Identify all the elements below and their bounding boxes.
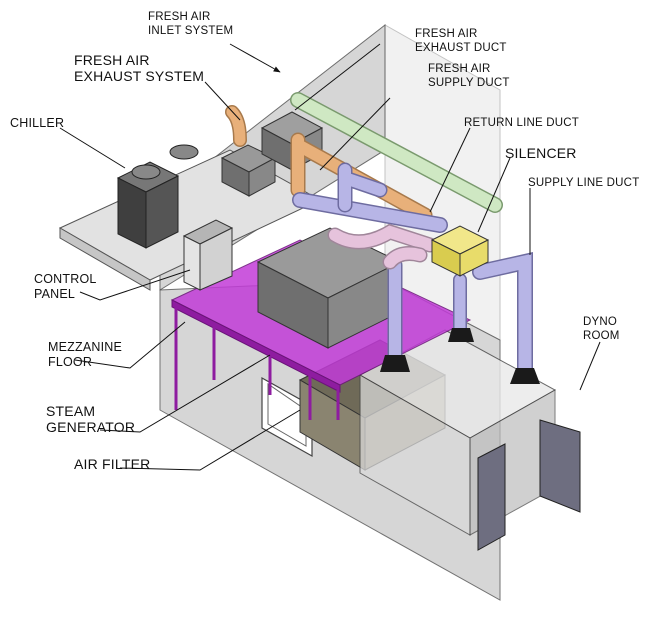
label-line: AIR FILTER: [74, 456, 151, 472]
label-line: PANEL: [34, 287, 76, 301]
label-line: FRESH AIR: [74, 52, 150, 68]
return-line-duct: [327, 223, 438, 270]
label-line: CONTROL: [34, 272, 97, 286]
label-silencer: SILENCER: [505, 145, 577, 161]
label-line: INLET SYSTEM: [148, 25, 234, 37]
label-line: FRESH AIR: [415, 28, 478, 40]
label-steam-generator: STEAM GENERATOR: [46, 403, 135, 435]
label-supply-line-duct: SUPPLY LINE DUCT: [528, 176, 639, 190]
mezzanine-legs: [174, 305, 340, 420]
label-control-panel: CONTROL PANEL: [34, 272, 97, 302]
label-line: FLOOR: [48, 355, 93, 369]
label-line: CHILLER: [10, 116, 65, 130]
label-dyno-room: DYNO ROOM: [583, 315, 620, 343]
label-mezzanine-floor: MEZZANINE FLOOR: [48, 340, 122, 370]
label-line: SUPPLY DUCT: [428, 77, 510, 89]
leader-lines: [59, 43, 601, 471]
label-fresh-air-exhaust-system: FRESH AIR EXHAUST SYSTEM: [74, 52, 204, 84]
label-fresh-air-supply-duct: FRESH AIR SUPPLY DUCT: [428, 62, 510, 90]
label-chiller: CHILLER: [10, 116, 64, 131]
label-air-filter: AIR FILTER: [74, 456, 150, 472]
label-line: DYNO: [583, 316, 618, 328]
label-line: FRESH AIR: [428, 63, 491, 75]
label-fresh-air-exhaust-duct: FRESH AIR EXHAUST DUCT: [415, 27, 507, 55]
label-line: ROOM: [583, 330, 620, 342]
dyno-door-left: [477, 443, 506, 551]
label-fresh-air-inlet-system: FRESH AIR INLET SYSTEM: [148, 10, 233, 38]
label-line: SILENCER: [505, 145, 577, 161]
label-line: RETURN LINE DUCT: [464, 117, 580, 129]
dyno-door-right: [539, 419, 581, 513]
diffusers: [380, 328, 540, 384]
label-line: MEZZANINE: [48, 340, 123, 354]
main-duct-network: [292, 162, 533, 378]
label-line: GENERATOR: [46, 419, 136, 435]
label-line: SUPPLY LINE DUCT: [528, 177, 640, 189]
door-opening: [261, 376, 313, 458]
label-return-line-duct: RETURN LINE DUCT: [464, 116, 579, 130]
chiller-platform-edge: [59, 227, 151, 291]
label-line: FRESH AIR: [148, 11, 211, 23]
label-line: EXHAUST SYSTEM: [74, 68, 205, 84]
label-line: EXHAUST DUCT: [415, 42, 507, 54]
label-line: STEAM: [46, 403, 96, 419]
